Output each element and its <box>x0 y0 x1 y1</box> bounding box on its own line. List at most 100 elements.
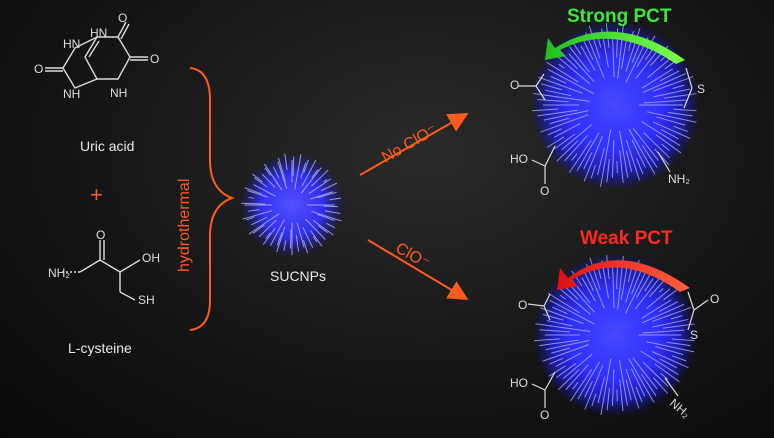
particle-spike <box>631 139 646 168</box>
particle-spike <box>557 56 591 85</box>
particle-spike <box>660 372 669 381</box>
particle-spike <box>641 145 658 168</box>
particle-spike <box>673 108 697 112</box>
particle-spike <box>302 227 314 248</box>
particle-spike <box>276 226 286 253</box>
particle-spike <box>564 134 589 162</box>
particle-spike <box>643 99 687 104</box>
uric-o-left: O <box>34 62 44 76</box>
strong-pct-label: Strong PCT <box>567 6 672 27</box>
particle-spike <box>562 353 593 379</box>
particle-spike <box>664 93 697 99</box>
uric-nh-1: HN <box>63 37 81 51</box>
particle-spike <box>329 197 342 201</box>
particle-spike <box>251 216 268 226</box>
particle-spike <box>248 213 280 235</box>
particle-spike <box>312 219 334 236</box>
hydrothermal-brace <box>189 67 235 331</box>
particle-spike <box>600 129 612 188</box>
particle-spike <box>300 167 322 194</box>
particle-spike <box>308 178 332 194</box>
particle-spike <box>606 159 610 183</box>
particle-spike <box>571 153 578 161</box>
particle-spike <box>644 278 654 292</box>
particle-spike <box>278 157 287 183</box>
particle-spike <box>659 358 678 369</box>
particle-spike <box>558 63 565 69</box>
particle-spike <box>568 139 592 173</box>
bottom-o: O <box>518 298 528 312</box>
particle-spike <box>584 365 604 410</box>
particle-spike <box>634 277 661 310</box>
particle-spike <box>640 350 679 376</box>
particle-spike <box>551 347 571 354</box>
particle-spike <box>555 352 582 367</box>
particle-spike <box>246 216 255 221</box>
particle-spike <box>646 341 695 353</box>
particle-spike <box>294 154 302 190</box>
particle-spike <box>537 99 569 103</box>
cysteine-structure <box>62 240 141 301</box>
particle-spike <box>556 140 579 162</box>
particle-spike <box>597 147 605 175</box>
particle-spike <box>632 357 658 390</box>
particle-spike <box>261 173 276 188</box>
particle-spike <box>568 53 595 83</box>
particle-spike <box>625 150 633 172</box>
particle-spike <box>612 369 615 406</box>
particle-spike <box>630 368 646 397</box>
particle-spike <box>546 320 573 327</box>
particle-spike <box>277 161 288 189</box>
top-ho: HO <box>510 152 528 166</box>
cys-sh: SH <box>138 293 155 307</box>
particle-spike <box>584 381 593 398</box>
uric-nh-2: HN <box>90 26 108 40</box>
particle-spike <box>660 128 679 140</box>
cys-nh2: NH₂ <box>48 266 70 280</box>
particle-spike <box>583 270 594 292</box>
arrow-clo <box>367 239 469 301</box>
particle-spike <box>642 329 685 334</box>
particle-spike <box>655 134 682 154</box>
particle-spike <box>612 264 615 308</box>
particle-spike <box>581 277 596 302</box>
particle-spike <box>302 240 309 254</box>
particle-spike <box>539 329 570 333</box>
particle-spike <box>651 351 689 369</box>
top-o2: O <box>540 184 550 198</box>
particle-spike <box>312 236 318 243</box>
particle-spike <box>618 360 628 406</box>
particle-spike <box>653 88 691 98</box>
particle-spike <box>258 219 277 237</box>
top-surface-groups <box>518 67 693 184</box>
particle-spike <box>643 132 671 159</box>
particle-spike <box>591 393 597 407</box>
particle-spike <box>658 301 678 313</box>
particle-spike <box>284 153 288 170</box>
particle-spike <box>289 228 292 249</box>
particle-spike <box>656 116 686 126</box>
particle-spike <box>655 346 684 356</box>
particle-spike <box>569 284 596 313</box>
particle-spike <box>583 152 593 170</box>
particle-spike <box>672 84 685 89</box>
bottom-ho: HO <box>510 376 528 390</box>
particle-spike <box>295 235 300 252</box>
particle-spike <box>547 68 595 95</box>
particle-spike <box>296 222 305 248</box>
particle-spike <box>628 128 656 175</box>
particle-spike <box>550 75 567 84</box>
particle-spike <box>636 35 656 68</box>
particle-spike <box>671 338 695 342</box>
particle-spike <box>641 68 673 89</box>
particle-spike <box>660 56 665 62</box>
particle-spike <box>631 271 642 294</box>
particle-spike <box>635 386 643 403</box>
particle-spike <box>552 306 568 315</box>
particle-spike <box>652 318 689 328</box>
top-nh2: NH₂ <box>668 172 690 186</box>
particle-spike <box>311 169 319 179</box>
particle-spike <box>558 287 591 315</box>
particle-spike <box>647 57 672 79</box>
particle-spike <box>320 182 338 192</box>
